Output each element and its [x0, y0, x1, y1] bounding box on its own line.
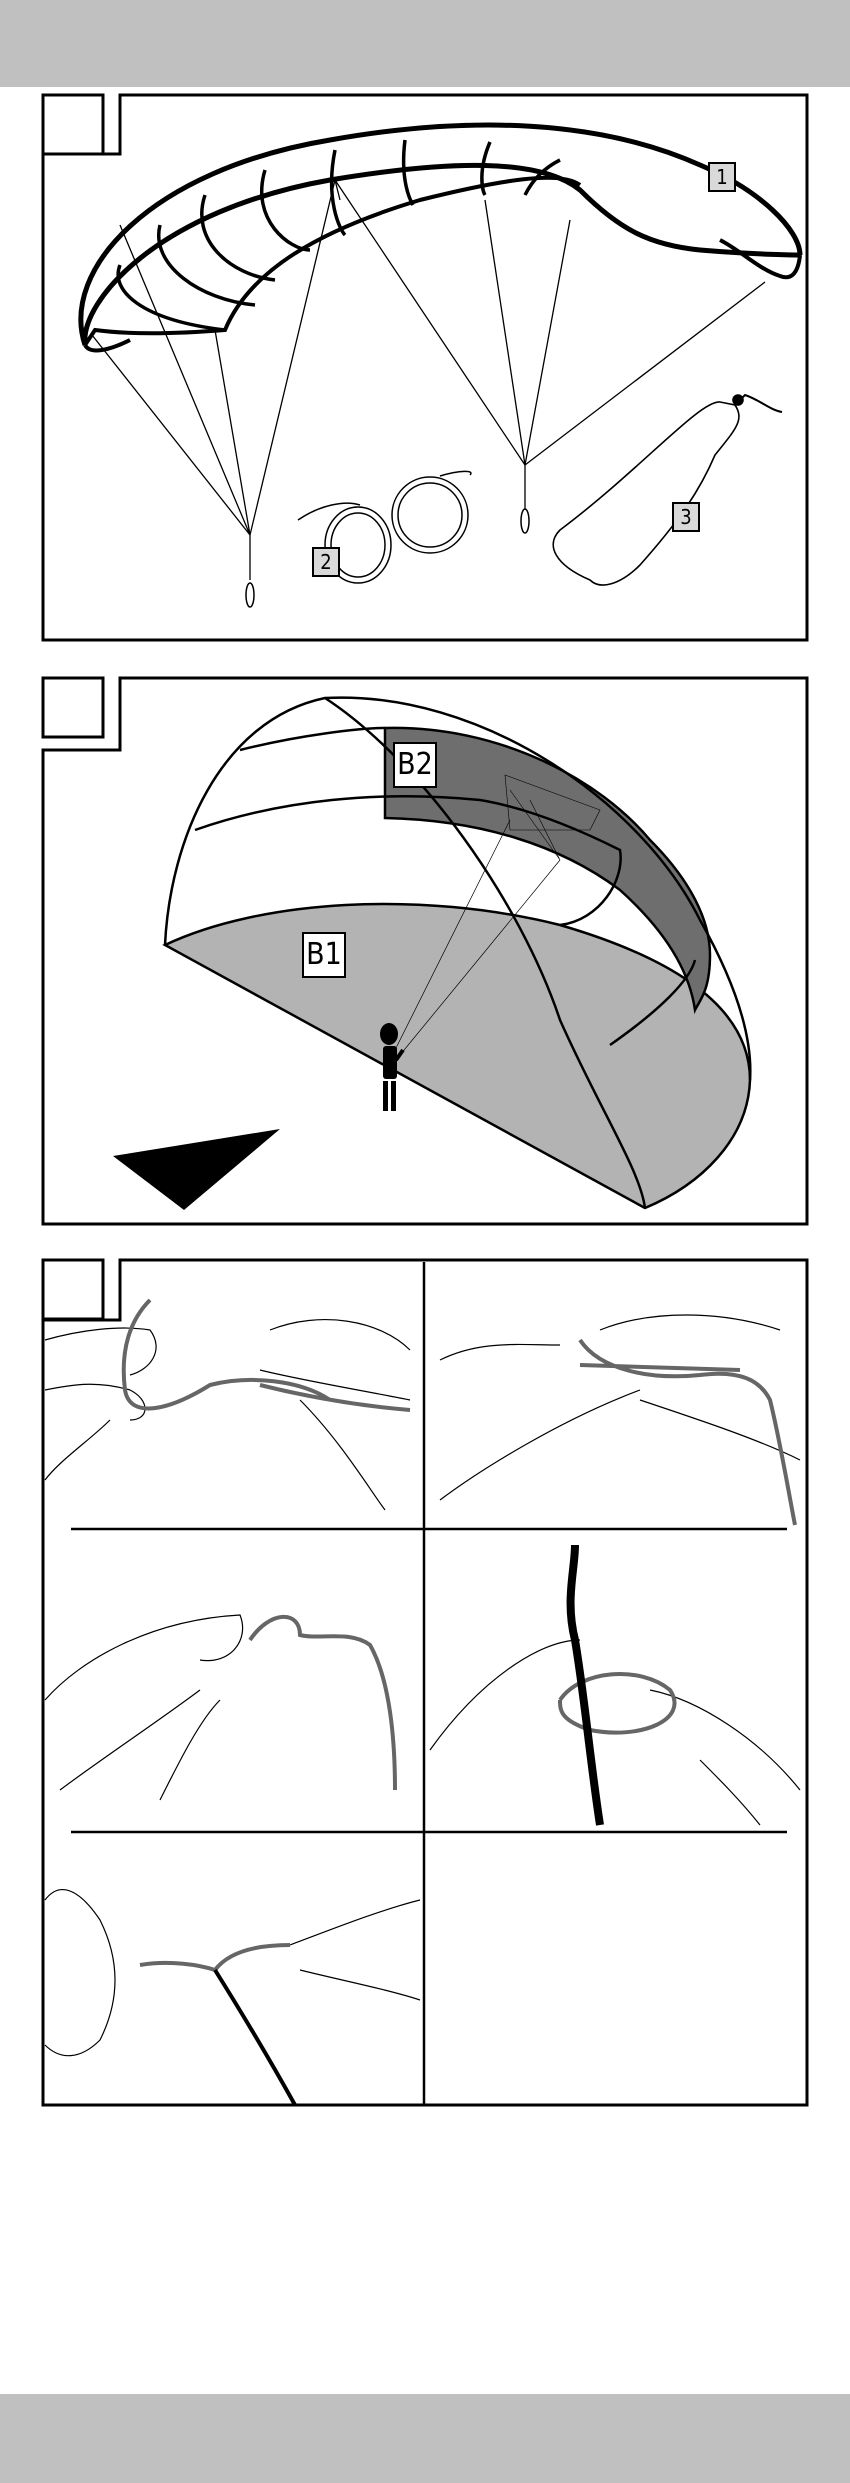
figure-3-frame: [41, 1258, 809, 2107]
zone-label-b1: B1: [302, 932, 346, 978]
zone-label-b2: B2: [393, 742, 437, 788]
header-band: [0, 0, 850, 87]
black-cord: [213, 1544, 604, 2106]
part-label-3: 3: [672, 502, 700, 532]
kite-illustration: [78, 122, 803, 608]
wind-window-illustration: [113, 696, 752, 1210]
person-with-kite: [380, 774, 601, 1111]
wind-direction-arrow: [113, 1129, 280, 1210]
figure-1-frame: [41, 93, 809, 642]
figure-2-frame: [41, 676, 809, 1226]
line-coil-illustration: [297, 470, 472, 584]
footer-band: [0, 2394, 850, 2483]
part-label-1: 1: [708, 162, 736, 192]
cord-strokes: [121, 1298, 797, 1973]
knot-steps-illustration: [44, 1314, 801, 2057]
storage-bag-illustration: [552, 393, 783, 586]
part-label-2: 2: [312, 547, 340, 577]
